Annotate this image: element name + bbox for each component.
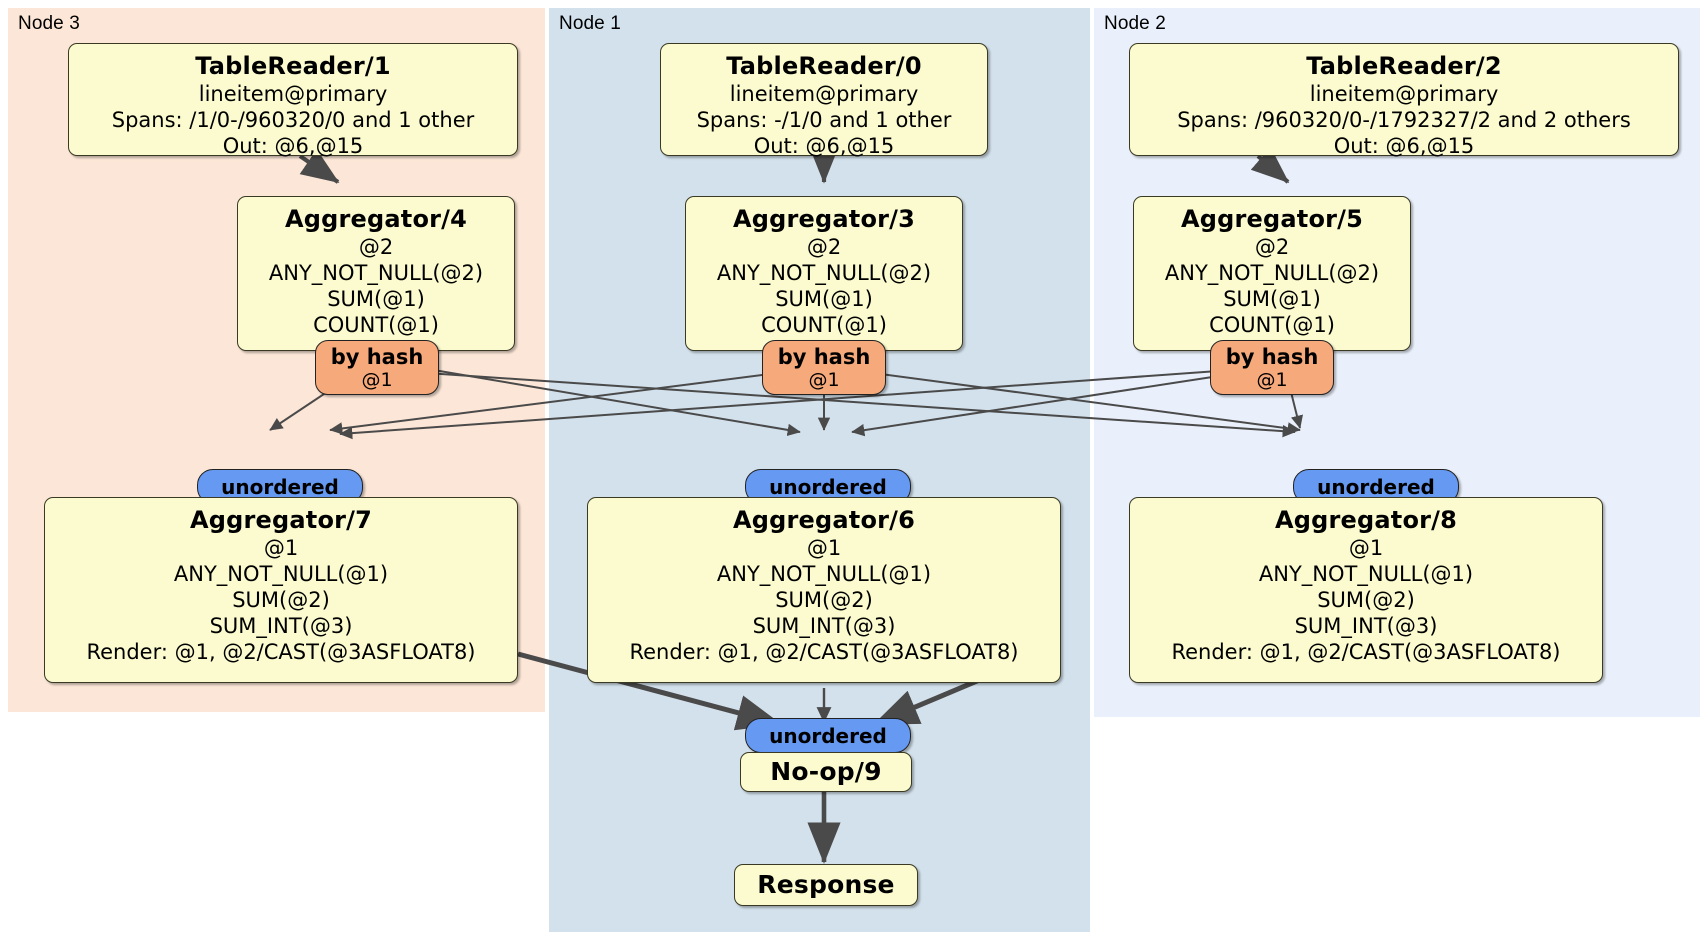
unordered-label: unordered <box>769 474 887 499</box>
cluster-label-node-3: Node 3 <box>18 13 80 34</box>
edge-agg7-final <box>517 651 782 731</box>
processor-line: Spans: /1/0-/960320/0 and 1 other <box>111 108 475 132</box>
processor-title: TableReader/2 <box>1306 52 1502 80</box>
processor-tablereader-1[interactable]: TableReader/1 lineitem@primary Spans: /1… <box>68 43 518 158</box>
unordered-label: unordered <box>1317 474 1435 499</box>
hash-router-label: by hash <box>777 345 871 369</box>
processor-line: @2 <box>1254 235 1290 259</box>
unordered-label: unordered <box>221 474 339 499</box>
processor-line: lineitem@primary <box>198 82 388 106</box>
processor-title: TableReader/1 <box>195 52 391 80</box>
hash-router-column: @1 <box>808 369 840 391</box>
hash-router-badge-center[interactable]: by hash @1 <box>762 340 886 395</box>
processor-noop-9[interactable]: No-op/9 <box>740 752 912 792</box>
processor-line: Render: @1, @2/CAST(@3ASFLOAT8) <box>629 640 1019 664</box>
processor-line: Spans: -/1/0 and 1 other <box>696 108 952 132</box>
hash-router-column: @1 <box>361 369 393 391</box>
processor-title: Aggregator/4 <box>284 205 468 233</box>
processor-line: ANY_NOT_NULL(@1) <box>173 562 389 586</box>
processor-line: ANY_NOT_NULL(@1) <box>716 562 932 586</box>
edge-hashC-unordL <box>329 371 787 435</box>
processor-title: Aggregator/8 <box>1274 506 1458 534</box>
processor-line: SUM(@1) <box>775 287 873 311</box>
processor-aggregator-7[interactable]: Aggregator/7 @1 ANY_NOT_NULL(@1) SUM(@2)… <box>44 497 518 683</box>
processor-line: @1 <box>806 536 842 560</box>
hash-router-label: by hash <box>330 345 424 369</box>
edge-hashL-unordR <box>411 371 1296 438</box>
edge-hashC-unordR <box>865 371 1301 435</box>
hash-router-column: @1 <box>1256 369 1288 391</box>
processor-line: Out: @6,@15 <box>1333 134 1475 158</box>
processor-title: Response <box>757 870 895 899</box>
processor-line: SUM(@2) <box>1317 588 1415 612</box>
processor-response[interactable]: Response <box>734 864 918 906</box>
edge-tr1-agg4 <box>298 149 340 184</box>
processor-aggregator-6[interactable]: Aggregator/6 @1 ANY_NOT_NULL(@1) SUM(@2)… <box>587 497 1061 683</box>
cluster-label-node-1: Node 1 <box>559 13 621 34</box>
processor-line: Out: @6,@15 <box>222 134 364 158</box>
processor-line: Out: @6,@15 <box>753 134 895 158</box>
processor-title: Aggregator/3 <box>732 205 916 233</box>
processor-line: ANY_NOT_NULL(@2) <box>716 261 932 285</box>
processor-line: ANY_NOT_NULL(@2) <box>1164 261 1380 285</box>
processor-title: Aggregator/6 <box>732 506 916 534</box>
processor-line: @2 <box>358 235 394 259</box>
processor-line: lineitem@primary <box>729 82 919 106</box>
processor-line: SUM_INT(@3) <box>752 614 896 638</box>
processor-line: Render: @1, @2/CAST(@3ASFLOAT8) <box>1171 640 1561 664</box>
processor-line: lineitem@primary <box>1309 82 1499 106</box>
processor-line: SUM(@2) <box>775 588 873 612</box>
processor-line: SUM(@1) <box>327 287 425 311</box>
processor-title: No-op/9 <box>770 757 882 786</box>
processor-aggregator-3[interactable]: Aggregator/3 @2 ANY_NOT_NULL(@2) SUM(@1)… <box>685 196 963 351</box>
processor-tablereader-0[interactable]: TableReader/0 lineitem@primary Spans: -/… <box>660 43 988 158</box>
processor-aggregator-4[interactable]: Aggregator/4 @2 ANY_NOT_NULL(@2) SUM(@1)… <box>237 196 515 351</box>
processor-title: TableReader/0 <box>726 52 922 80</box>
unordered-label: unordered <box>769 723 887 748</box>
hash-router-badge-left[interactable]: by hash @1 <box>315 340 439 395</box>
processor-line: Render: @1, @2/CAST(@3ASFLOAT8) <box>86 640 476 664</box>
edge-tr2-agg5 <box>1250 146 1290 184</box>
processor-title: Aggregator/7 <box>189 506 373 534</box>
processor-line: SUM(@1) <box>1223 287 1321 311</box>
processor-aggregator-5[interactable]: Aggregator/5 @2 ANY_NOT_NULL(@2) SUM(@1)… <box>1133 196 1411 351</box>
processor-title: Aggregator/5 <box>1180 205 1364 233</box>
processor-line: COUNT(@1) <box>313 313 439 337</box>
processor-line: COUNT(@1) <box>761 313 887 337</box>
processor-line: ANY_NOT_NULL(@2) <box>268 261 484 285</box>
hash-router-badge-right[interactable]: by hash @1 <box>1210 340 1334 395</box>
processor-line: SUM(@2) <box>232 588 330 612</box>
edge-hashR-unordC <box>851 373 1233 437</box>
processor-line: @2 <box>806 235 842 259</box>
cluster-label-node-2: Node 2 <box>1104 13 1166 34</box>
processor-line: SUM_INT(@3) <box>1294 614 1438 638</box>
processor-line: COUNT(@1) <box>1209 313 1335 337</box>
hash-router-label: by hash <box>1225 345 1319 369</box>
processor-line: Spans: /960320/0-/1792327/2 and 2 others <box>1177 108 1631 132</box>
processor-line: @1 <box>1348 536 1384 560</box>
unordered-badge-final[interactable]: unordered <box>745 718 911 753</box>
processor-aggregator-8[interactable]: Aggregator/8 @1 ANY_NOT_NULL(@1) SUM(@2)… <box>1129 497 1603 683</box>
edge-hashR-unordL <box>339 369 1233 440</box>
processor-line: @1 <box>263 536 299 560</box>
processor-line: SUM_INT(@3) <box>209 614 353 638</box>
processor-line: ANY_NOT_NULL(@1) <box>1258 562 1474 586</box>
processor-tablereader-2[interactable]: TableReader/2 lineitem@primary Spans: /9… <box>1129 43 1679 158</box>
